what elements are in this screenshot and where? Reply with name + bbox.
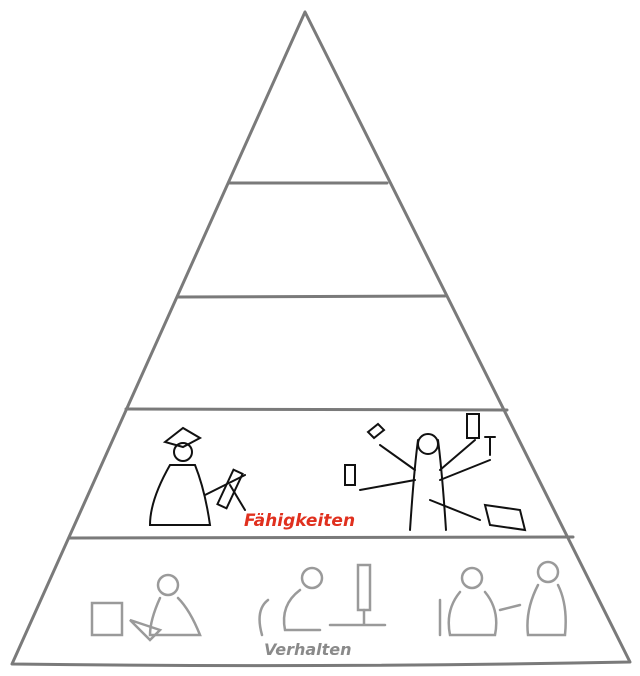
pyramid-outline [10,10,632,668]
meeting-people-icon [438,560,567,637]
divider-3 [124,407,509,412]
graduate-figure-icon [148,426,246,526]
computer-worker-icon [258,563,387,637]
divider-2 [176,294,447,299]
behavior-label: Verhalten [264,640,352,659]
divider-4 [67,535,575,540]
skills-label: Fähigkeiten [244,511,356,531]
reading-person-icon [90,573,202,642]
multitasking-person-icon [344,413,527,532]
